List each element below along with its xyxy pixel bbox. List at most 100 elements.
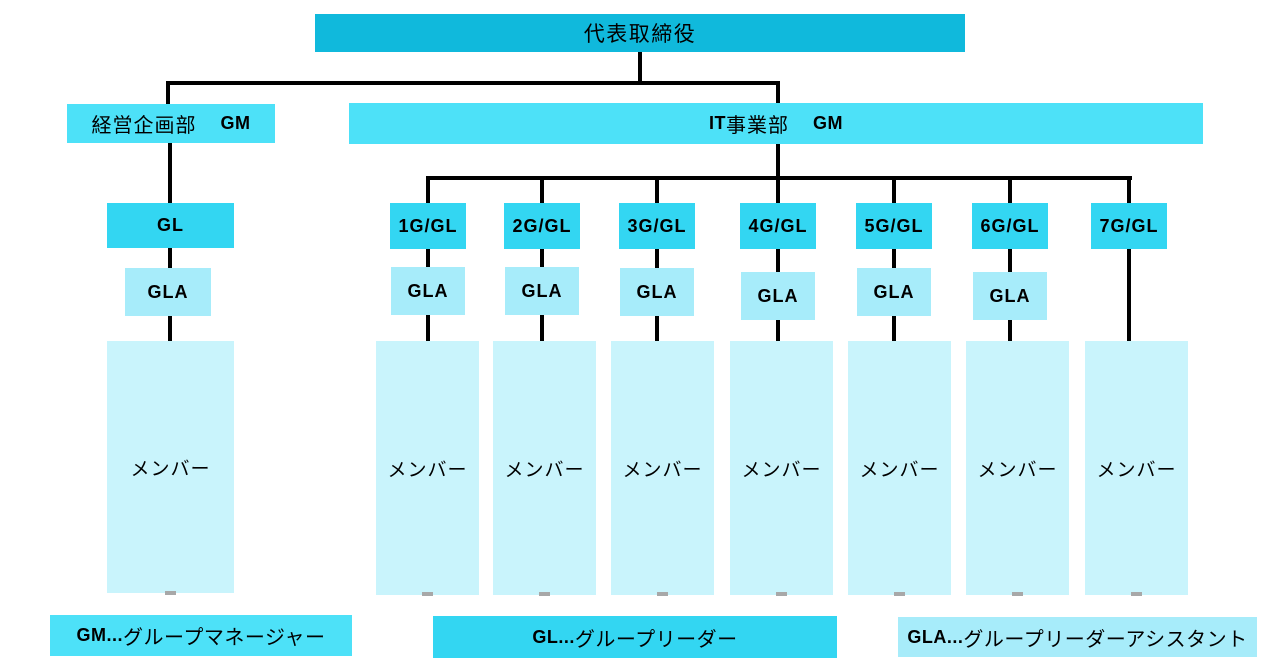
connector-g3-gla-member	[655, 313, 659, 343]
group1-leader-label: 1G/GL	[398, 215, 458, 236]
node-group2-assistant: GLA	[505, 267, 579, 315]
legend-gm-label: グループマネージャー	[123, 627, 326, 649]
group5-leader-label: 5G/GL	[864, 215, 924, 236]
legend-gla-abbr: GLA	[907, 626, 947, 647]
dept-planning-name: 経営企画部	[91, 115, 197, 137]
node-dept-it: IT 事業部 GM	[349, 103, 1203, 144]
connector-drop-g1	[426, 176, 430, 205]
connector-g2-gla-member	[540, 313, 544, 343]
legend-gl-dots: ...	[558, 626, 575, 647]
line-stub	[657, 592, 668, 596]
node-group7-members: メンバー	[1085, 341, 1188, 595]
line-stub	[165, 591, 176, 595]
connector-drop-g2	[540, 176, 544, 205]
connector-planning-gl-gla	[168, 246, 172, 271]
group2-assistant-label: GLA	[521, 280, 563, 301]
group6-leader-label: 6G/GL	[980, 215, 1040, 236]
group6-members-label: メンバー	[977, 459, 1058, 481]
connector-drop-g4	[776, 176, 780, 205]
legend-gla-label: グループリーダーアシスタント	[963, 628, 1248, 651]
legend-gla: GLA...グループリーダーアシスタント	[898, 617, 1257, 657]
group5-members-label: メンバー	[859, 459, 940, 481]
connector-g4-gla-member	[776, 318, 780, 343]
connector-drop-g3	[655, 176, 659, 205]
node-group6-members: メンバー	[966, 341, 1069, 595]
group1-assistant-label: GLA	[407, 280, 449, 301]
connector-drop-it	[776, 81, 780, 105]
group7-leader-label: 7G/GL	[1099, 215, 1159, 236]
node-group2-leader: 2G/GL	[504, 203, 580, 249]
planning-leader-label: GL	[157, 215, 184, 235]
node-group6-leader: 6G/GL	[972, 203, 1048, 249]
connector-g6-gla-member	[1008, 318, 1012, 343]
node-group3-assistant: GLA	[620, 268, 694, 316]
group6-assistant-label: GLA	[989, 285, 1031, 306]
connector-g7-gl-member	[1127, 247, 1131, 343]
group7-members-label: メンバー	[1096, 459, 1177, 481]
connector-g3-gl-gla	[655, 247, 659, 269]
node-planning-assistant: GLA	[125, 268, 211, 316]
connector-drop-g7	[1127, 176, 1131, 205]
legend-gl-abbr: GL	[532, 626, 559, 647]
dept-it-name-latin: IT	[709, 113, 726, 133]
legend-gla-dots: ...	[946, 626, 964, 647]
connector-g6-gl-gla	[1008, 247, 1012, 274]
connector-g1-gl-gla	[426, 247, 430, 269]
group5-assistant-label: GLA	[873, 281, 915, 302]
connector-planning-gla-member	[168, 314, 172, 343]
node-group7-leader: 7G/GL	[1091, 203, 1167, 249]
line-stub	[1012, 592, 1023, 596]
connector-drop-planning	[166, 81, 170, 106]
node-planning-members: メンバー	[107, 341, 234, 593]
dept-it-name-jp: 事業部	[726, 115, 789, 137]
connector-g1-gla-member	[426, 313, 430, 343]
group3-members-label: メンバー	[622, 459, 703, 481]
node-ceo: 代表取締役	[315, 14, 965, 52]
legend-gm-dots: ...	[106, 625, 124, 645]
group2-members-label: メンバー	[504, 459, 585, 481]
node-group6-assistant: GLA	[973, 272, 1047, 320]
node-group3-leader: 3G/GL	[619, 203, 695, 249]
group4-members-label: メンバー	[741, 459, 822, 481]
connector-it-down	[776, 143, 780, 180]
line-stub	[1131, 592, 1142, 596]
group4-leader-label: 4G/GL	[748, 215, 808, 236]
node-dept-planning: 経営企画部 GM	[67, 104, 275, 143]
legend-gm: GM...グループマネージャー	[50, 615, 352, 656]
planning-assistant-label: GLA	[147, 281, 189, 302]
node-planning-leader: GL	[107, 203, 234, 248]
connector-drop-g6	[1008, 176, 1012, 205]
node-group4-assistant: GLA	[741, 272, 815, 320]
connector-g5-gl-gla	[892, 247, 896, 269]
group2-leader-label: 2G/GL	[512, 215, 572, 236]
legend-gm-abbr: GM	[76, 625, 107, 645]
node-group2-members: メンバー	[493, 341, 596, 595]
line-stub	[776, 592, 787, 596]
node-group3-members: メンバー	[611, 341, 714, 595]
line-stub	[422, 592, 433, 596]
line-stub	[894, 592, 905, 596]
node-group4-members: メンバー	[730, 341, 833, 595]
group3-leader-label: 3G/GL	[627, 215, 687, 236]
connector-planning-gm-gl	[168, 143, 172, 205]
connector-g4-gl-gla	[776, 247, 780, 274]
connector-level1-horizontal	[166, 81, 780, 85]
group1-members-label: メンバー	[387, 459, 468, 481]
legend-gl-label: グループリーダー	[574, 628, 738, 651]
dept-it-role: GM	[813, 113, 843, 133]
node-ceo-label: 代表取締役	[583, 23, 697, 46]
connector-drop-g5	[892, 176, 896, 205]
group4-assistant-label: GLA	[757, 285, 799, 306]
connector-g2-gl-gla	[540, 247, 544, 269]
node-group5-leader: 5G/GL	[856, 203, 932, 249]
planning-members-label: メンバー	[130, 458, 211, 480]
connector-g5-gla-member	[892, 313, 896, 343]
node-group1-leader: 1G/GL	[390, 203, 466, 249]
node-group4-leader: 4G/GL	[740, 203, 816, 249]
dept-planning-role: GM	[220, 113, 251, 133]
node-group1-members: メンバー	[376, 341, 479, 595]
line-stub	[539, 592, 550, 596]
connector-ceo-down	[638, 50, 642, 83]
node-group5-assistant: GLA	[857, 268, 931, 316]
